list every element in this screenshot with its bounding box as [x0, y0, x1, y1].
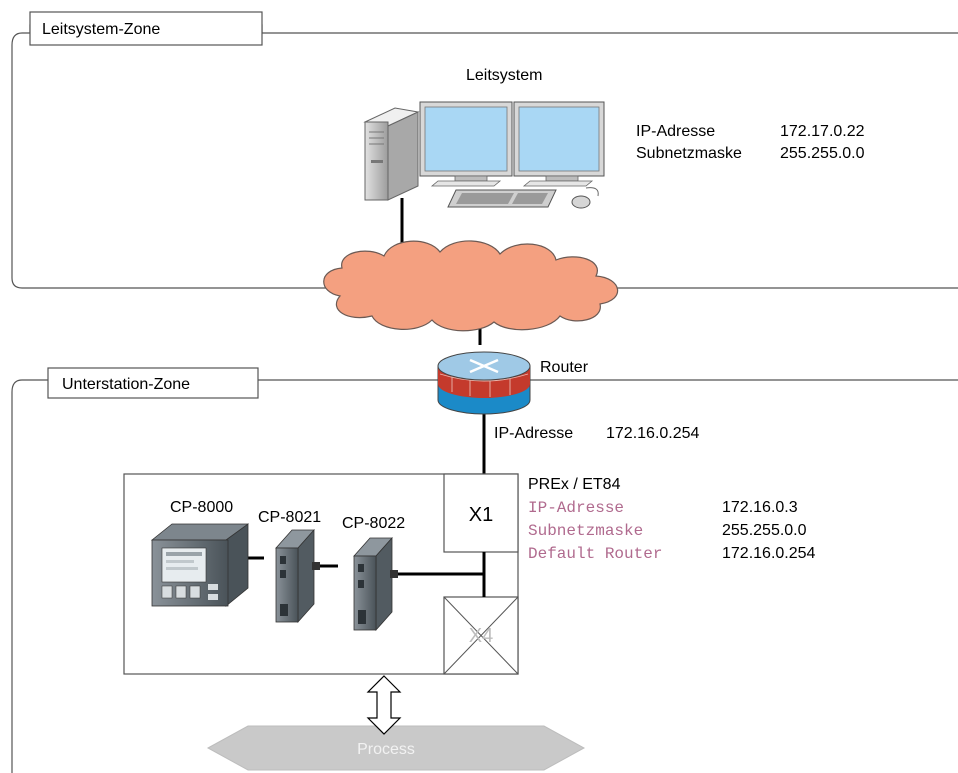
control-computer: Leitsystem — [363, 67, 605, 209]
substation-zone-title-box — [47, 367, 259, 399]
router-firewall-icon — [437, 351, 531, 415]
prex-router-value: 172.16.0.254 — [722, 545, 816, 562]
prex-ip-label: IP-Adresse — [528, 499, 624, 517]
port-x4-label: X4 — [469, 625, 493, 647]
port-x1-box — [443, 473, 519, 553]
prex-ip-value: 172.16.0.3 — [722, 499, 798, 516]
substation-zone-title: Unterstation-Zone — [62, 376, 190, 393]
cp8022-device-icon — [353, 536, 398, 632]
control-zone-title-box — [29, 11, 263, 46]
control-zone: Leitsystem-Zone — [11, 11, 958, 289]
control-ip-value: 172.17.0.22 — [780, 123, 865, 140]
control-system-title: Leitsystem — [466, 67, 542, 84]
control-mask-value: 255.255.0.0 — [780, 145, 865, 162]
device-label-cp8021: CP-8021 — [258, 509, 321, 526]
control-ip-label: IP-Adresse — [636, 123, 715, 140]
process-shape: Process — [206, 725, 586, 771]
device-label-cp8022: CP-8022 — [342, 515, 405, 532]
monitor-icon — [513, 101, 605, 187]
substation-zone: Unterstation-Zone — [11, 367, 958, 773]
cp8000-device-icon — [150, 523, 249, 607]
process-label: Process — [357, 741, 415, 758]
control-mask-label: Subnetzmaske — [636, 145, 742, 162]
pc-tower-icon — [363, 107, 420, 201]
prex-router-label: Default Router — [528, 545, 662, 563]
cp8021-device-icon — [275, 528, 320, 624]
port-x1-label: X1 — [469, 504, 493, 526]
bidirectional-arrow-icon — [366, 675, 402, 735]
prex-mask-value: 255.255.0.0 — [722, 522, 807, 539]
keyboard-icon — [447, 189, 557, 208]
device-label-cp8000: CP-8000 — [170, 499, 233, 516]
router-title: Router — [540, 359, 589, 376]
prex-title: PREx / ET84 — [528, 476, 621, 493]
router-ip-value: 172.16.0.254 — [606, 425, 700, 442]
network-cloud — [323, 240, 619, 332]
control-zone-title: Leitsystem-Zone — [42, 21, 160, 38]
monitor-icon — [419, 101, 513, 187]
router-ip-label: IP-Adresse — [494, 425, 573, 442]
mouse-icon — [571, 187, 599, 209]
prex-mask-label: Subnetzmaske — [528, 522, 643, 540]
